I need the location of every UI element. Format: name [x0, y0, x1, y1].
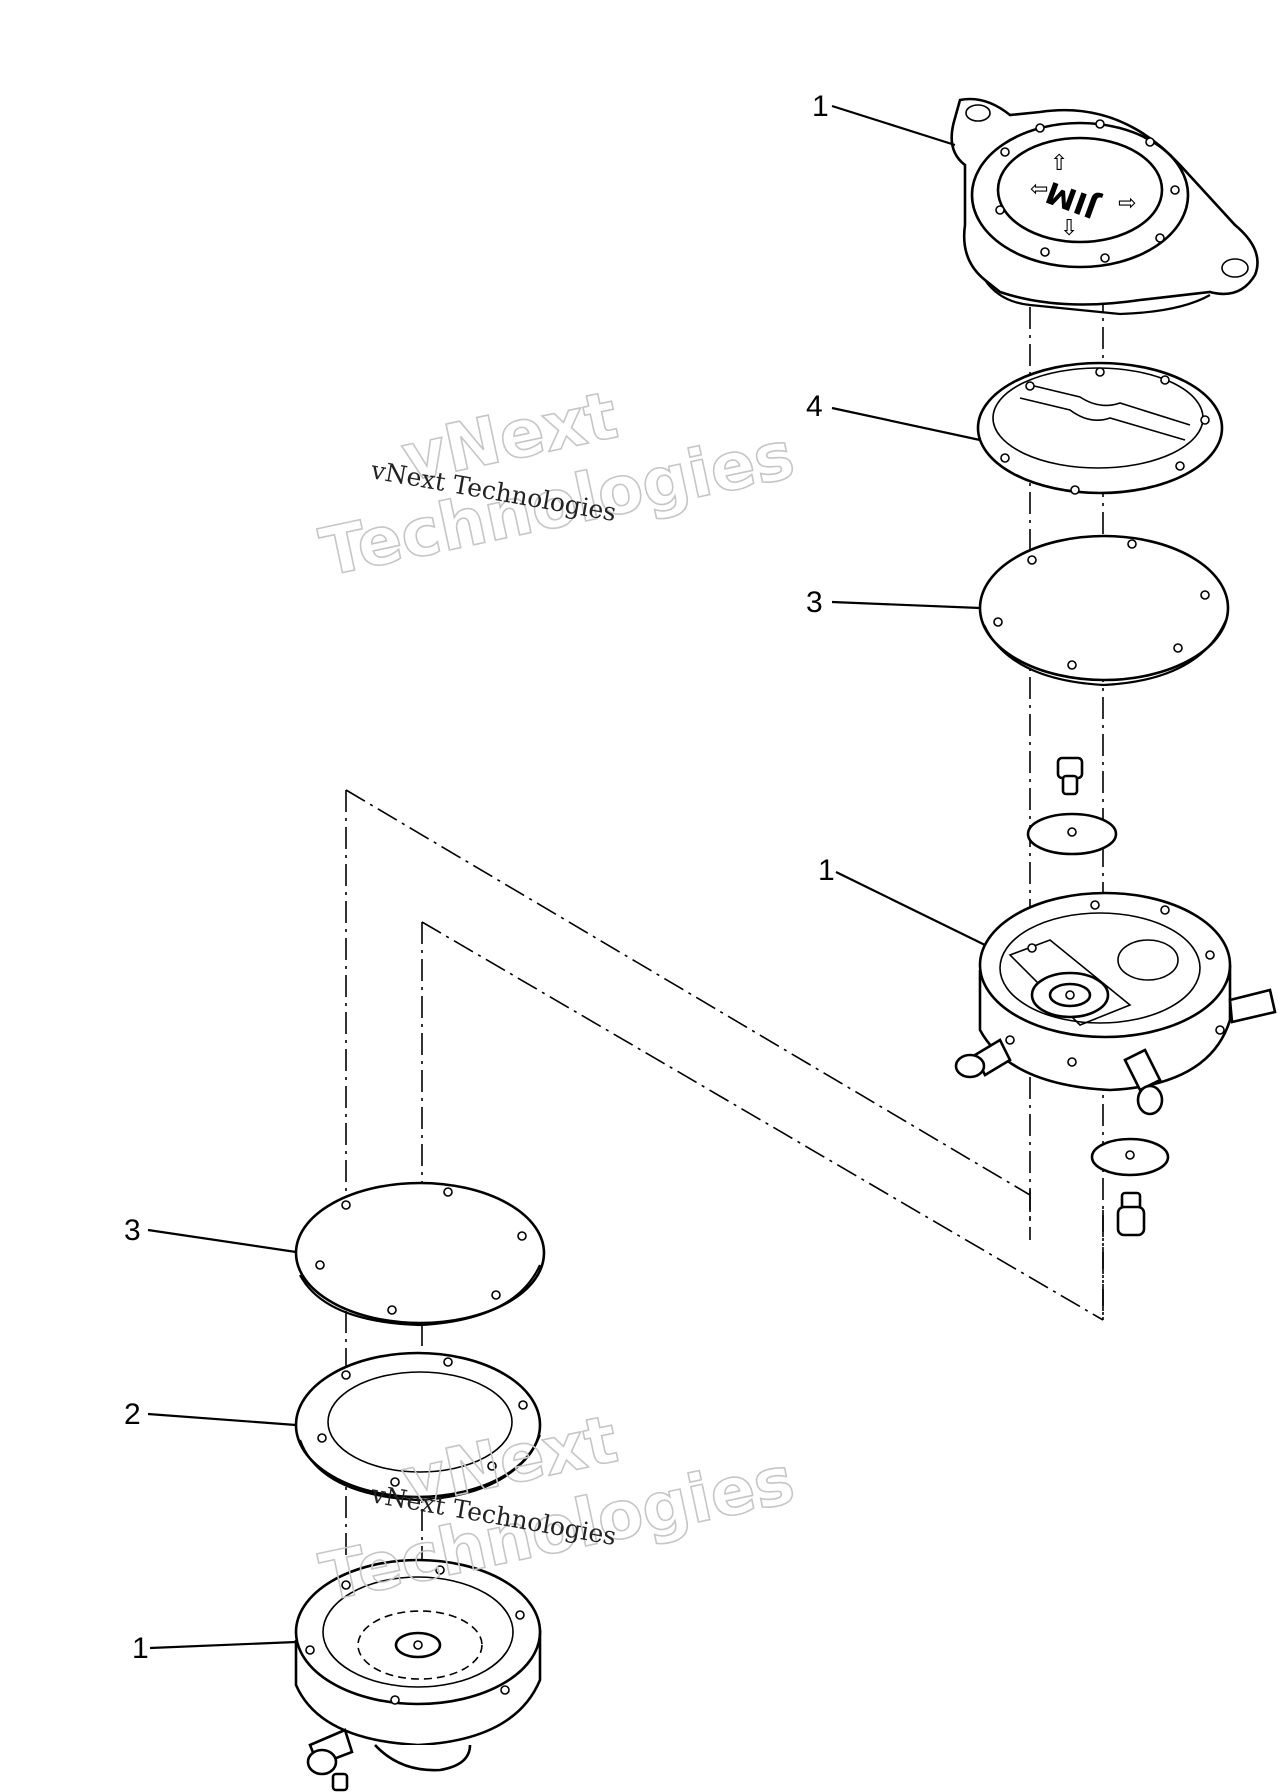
arrow-icon: ⇩ — [1060, 216, 1078, 241]
bottom-diaphragm-part — [294, 1181, 546, 1327]
callout-bottom-body: 1 — [132, 1632, 149, 1665]
arrow-icon: ⇨ — [1118, 191, 1136, 216]
upper-fitting — [1026, 756, 1118, 856]
callout-labels: 1 4 3 1 3 2 1 — [124, 90, 835, 1665]
callout-bottom-gasket: 2 — [124, 1398, 141, 1431]
callout-top-cover: 1 — [812, 90, 829, 123]
bottom-gasket-part — [294, 1351, 542, 1502]
mid-pump-body-part — [954, 891, 1277, 1116]
callout-leaders — [147, 104, 986, 1650]
watermark-upper: vNext Technologies vNext Technologies — [313, 376, 801, 593]
lower-right-fitting — [1090, 1137, 1170, 1237]
callout-bottom-diaphragm: 3 — [124, 1214, 141, 1247]
arrow-icon: ⇦ — [1030, 177, 1048, 202]
callout-mid-pump-body: 1 — [818, 854, 835, 887]
top-gasket-part — [976, 361, 1224, 495]
callout-top-diaphragm: 3 — [806, 586, 823, 619]
bottom-body-part — [294, 1558, 542, 1792]
callout-top-gasket: 4 — [806, 390, 823, 423]
top-cover-part: JIM ⇧ ⇦ ⇨ ⇩ — [950, 97, 1259, 316]
top-diaphragm-part — [978, 534, 1230, 687]
arrow-icon: ⇧ — [1050, 151, 1068, 176]
